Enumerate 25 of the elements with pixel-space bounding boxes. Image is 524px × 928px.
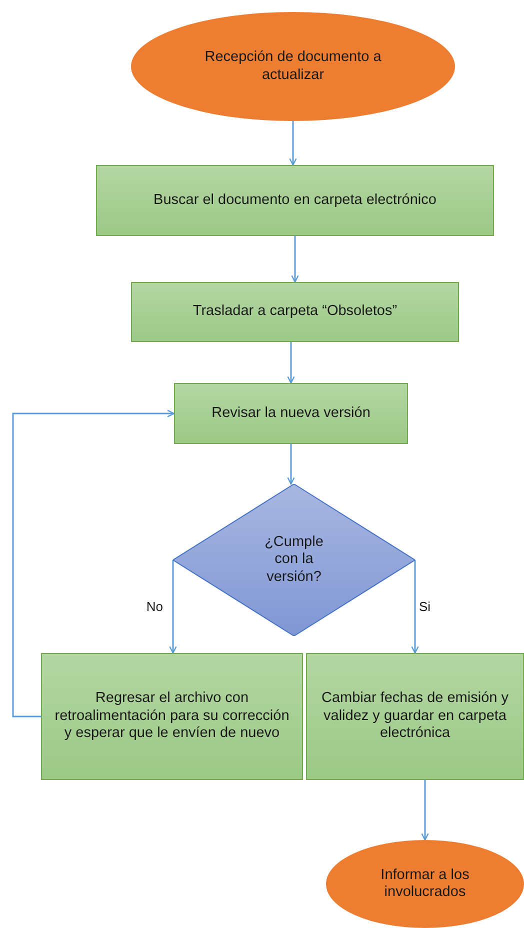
process-box <box>306 653 524 780</box>
edge-label: Si <box>419 598 431 614</box>
process-box <box>174 383 408 444</box>
arrow <box>12 410 175 718</box>
decision-diamond <box>173 484 415 636</box>
node-text: Recepción de documento a actualizar <box>204 49 382 84</box>
node-text: Informar a los involucrados <box>380 866 470 902</box>
node-text: Revisar la nueva versión <box>212 404 370 422</box>
node-text: Trasladar a carpeta “Obsoletos” <box>192 303 398 321</box>
process-box <box>41 653 303 780</box>
arrow <box>289 121 297 166</box>
terminal-ellipse <box>131 12 455 121</box>
node-text: Regresar el archivo con retroalimentación para su corrección y esperar que le envíen de nuevo <box>54 690 290 743</box>
process-box <box>131 282 459 342</box>
arrow <box>291 236 299 283</box>
arrow <box>421 780 429 841</box>
node-text: Buscar el documento en carpeta electrónico <box>154 192 436 210</box>
arrow <box>287 444 295 485</box>
process-box <box>96 165 494 236</box>
arrow <box>411 560 419 654</box>
node-text: Cambiar fechas de emisión y validez y guardar en carpeta electrónica <box>320 690 510 743</box>
terminal-ellipse <box>326 840 524 928</box>
arrow <box>169 560 177 654</box>
arrow <box>287 342 295 384</box>
node-text: ¿Cumple con la versión? <box>264 534 324 586</box>
